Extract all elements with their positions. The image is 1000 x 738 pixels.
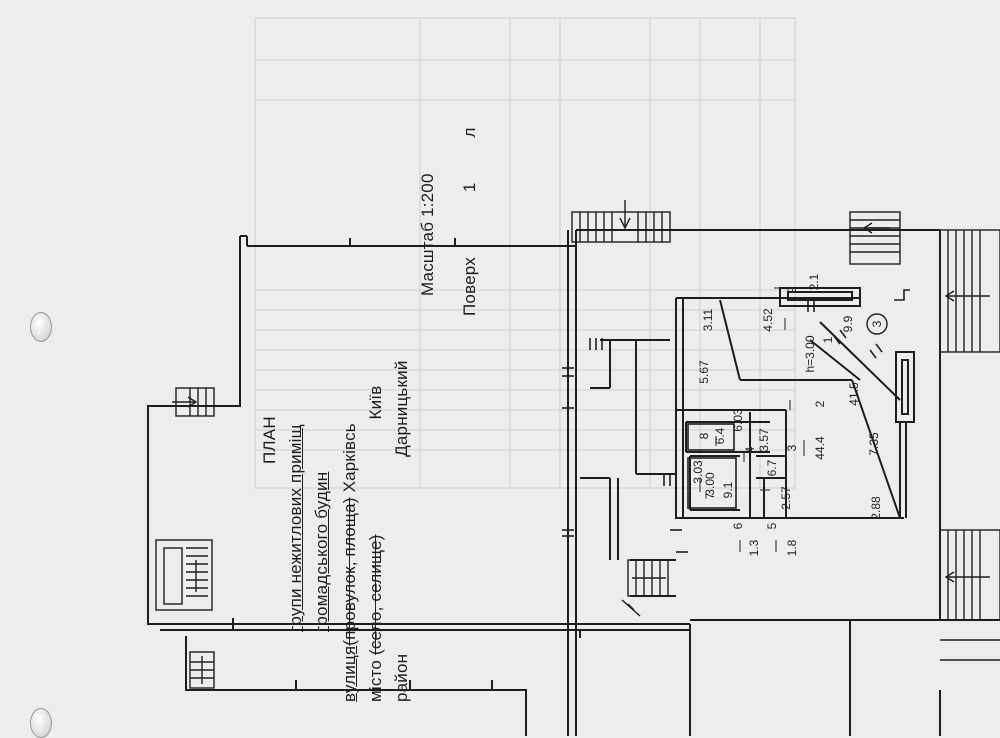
building-outline [147,229,1000,736]
dimension-1: 4.52 [761,308,775,332]
title-line-2-text: громадського будин [312,471,331,632]
city-prefix: місто [366,659,385,702]
street-prefix: вулиця [340,645,359,702]
plan-heading: ПЛАН [260,416,279,464]
room-number-6: 6 [731,522,745,529]
district-label: район [392,653,411,702]
street-line: вулиця(провулок, площа) Харківсь [340,423,360,702]
room-area-5: 1.8 [785,539,799,556]
district-name: Дарницький [392,360,411,457]
room-number-4: 4 [743,446,757,453]
floor-label: Поверх [460,257,479,316]
dimension-6: 3.00 [703,472,717,496]
title-line-1-text: групи нежитлових приміщ [286,424,305,632]
section-marker-circle [866,313,888,335]
interior-walls [580,297,904,597]
room-number-8: 8 [697,432,711,439]
ceiling-height: h=3.00 [803,335,817,372]
room-number-1: 1 [821,336,835,343]
room-area-1: 9.9 [841,315,855,332]
title-line-1: групи нежитлових приміщ [286,424,306,632]
room-area-9: 2.1 [807,273,821,290]
dimension-3: 6.03 [731,408,745,432]
punch-hole-top [30,312,52,342]
fraction-bars [699,287,805,552]
faint-registry-table [254,17,796,489]
dimension-4: 3.57 [757,428,771,452]
city-struck: (село, селище) [366,534,385,656]
district-line: район Дарницький [392,360,412,702]
room-area-2: 41.5 [847,382,861,406]
corner-symbol [894,289,910,301]
window-ticks [232,238,581,690]
street-struck: (провулок, площа) [340,497,359,646]
city-line: місто (село, селище) Київ [366,386,386,702]
dimension-9: 7.35 [867,432,881,456]
room-number-5: 5 [765,522,779,529]
title-block: ПЛАН групи нежитлових приміщ громадськог… [252,0,492,736]
room-area-3: 44.4 [813,436,827,460]
small-rooms [687,423,737,509]
floor-number: 1 [460,182,479,193]
dimension-7: 2.57 [779,486,793,510]
room-area-6: 1.3 [747,539,761,556]
room-number-9: 9 [785,286,799,293]
street-name: Харківсь [340,423,359,493]
city-name: Київ [366,385,385,420]
dimension-8: 2.88 [869,496,883,520]
entrance-steps-top [571,200,671,243]
room-number-7: 7 [703,492,717,499]
dimension-0: 3.11 [701,308,715,331]
window-frame [779,287,915,518]
room-area-8: 6.4 [713,427,727,444]
sheet-label: л [460,127,479,138]
room-area-7: 9.1 [721,481,735,498]
room-area-4: 6.7 [765,459,779,476]
section-marker-number: 3 [870,320,884,327]
floor-line: Поверх 1 л [460,127,480,316]
entrance-steps-right [849,211,1000,661]
title-line-2: громадського будин [312,472,332,632]
dimension-5: 3.03 [691,460,705,484]
dimension-2: 5.67 [697,360,711,384]
scale-label: Масштаб 1:200 [418,173,437,296]
room-number-2: 2 [813,400,827,407]
room-number-3: 3 [785,444,799,451]
left-stairs [155,387,669,689]
